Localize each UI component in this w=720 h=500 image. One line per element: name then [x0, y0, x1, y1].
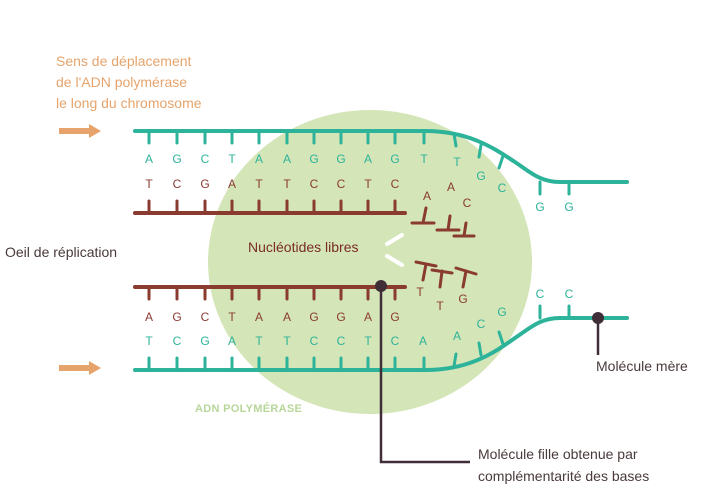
base-letter: G: [336, 310, 345, 324]
base-letter: G: [309, 152, 318, 166]
base-letter: G: [476, 169, 485, 183]
base-letter: G: [564, 200, 573, 214]
base-letter: A: [364, 152, 372, 166]
base-letter: C: [201, 152, 210, 166]
free-nucleotides-upper: [410, 206, 476, 238]
base-letter: T: [364, 334, 372, 348]
top-parent-strand: [133, 129, 629, 184]
base-letter: G: [390, 310, 399, 324]
base-letter: C: [310, 334, 319, 348]
base-letter: C: [173, 334, 182, 348]
free-base-letter: A: [447, 180, 455, 194]
base-letter: C: [337, 177, 346, 191]
daughter-callout-dot: [375, 280, 387, 292]
base-letter: T: [453, 155, 461, 169]
enzyme-label: ADN POLYMÉRASE: [195, 402, 302, 415]
free-base-letter: G: [458, 292, 467, 306]
base-letter: G: [200, 334, 209, 348]
daughter-label-line-1: Molécule fille obtenue par: [478, 446, 638, 462]
top-daughter-bases: T C G A T T C C T C: [145, 177, 399, 191]
base-letter: A: [228, 177, 236, 191]
free-base-letter: C: [463, 196, 472, 210]
base-letter: T: [283, 334, 291, 348]
top-parent-bases: A G C T A A G G A G T T G C G G: [145, 152, 574, 214]
top-parent-ticks: [147, 129, 571, 196]
base-letter: A: [255, 152, 263, 166]
base-letter: G: [200, 177, 209, 191]
base-letter: A: [419, 334, 427, 348]
direction-title-line-1: Sens de déplacement: [56, 53, 192, 69]
base-letter: A: [283, 310, 291, 324]
daughter-label-line-2: complémentarité des bases: [478, 468, 649, 484]
parent-callout-dot: [592, 312, 604, 324]
base-letter: C: [391, 334, 400, 348]
bottom-parent-strand: [133, 316, 629, 372]
base-letter: T: [145, 177, 153, 191]
base-letter: A: [283, 152, 291, 166]
motion-dashes: [385, 233, 404, 267]
base-letter: G: [172, 310, 181, 324]
base-letter: T: [283, 177, 291, 191]
free-base-letter: T: [436, 299, 444, 313]
bottom-daughter-ticks: [147, 285, 397, 301]
base-letter: G: [336, 152, 345, 166]
base-letter: T: [145, 334, 153, 348]
base-letter: C: [310, 177, 319, 191]
free-base-letter: T: [416, 285, 424, 299]
bottom-parent-bases: T C G A T T C C T C A A C G C C: [145, 287, 573, 348]
base-letter: C: [391, 177, 400, 191]
base-letter: G: [172, 152, 181, 166]
base-letter: A: [228, 334, 236, 348]
base-letter: T: [364, 177, 372, 191]
base-letter: A: [364, 310, 372, 324]
base-letter: C: [477, 317, 486, 331]
base-letter: G: [390, 152, 399, 166]
direction-title-line-2: de l'ADN polymérase: [56, 74, 187, 90]
base-letter: G: [309, 310, 318, 324]
daughter-callout-line: [379, 287, 470, 464]
direction-title-line-3: le long du chromosome: [56, 95, 202, 111]
base-letter: C: [337, 334, 346, 348]
base-letter: T: [255, 177, 263, 191]
dna-polymerase-blob: [208, 110, 532, 414]
top-daughter-ticks: [147, 199, 397, 215]
base-letter: T: [228, 152, 236, 166]
direction-arrow-bottom: [59, 361, 101, 375]
base-letter: C: [201, 310, 210, 324]
base-letter: G: [535, 200, 544, 214]
base-letter: T: [228, 310, 236, 324]
base-letter: G: [497, 305, 506, 319]
free-base-letter: A: [423, 189, 431, 203]
base-letter: A: [255, 310, 263, 324]
direction-arrow-top: [59, 124, 101, 138]
replication-eye-label: Oeil de réplication: [5, 244, 117, 260]
base-letter: C: [173, 177, 182, 191]
base-letter: A: [145, 152, 153, 166]
bottom-parent-ticks: [147, 304, 571, 372]
base-letter: C: [498, 181, 507, 195]
base-letter: C: [536, 287, 545, 301]
base-letter: A: [145, 310, 153, 324]
base-letter: A: [453, 329, 461, 343]
parent-molecule-label: Molécule mère: [596, 358, 688, 374]
base-letter: T: [420, 152, 428, 166]
free-nucleotides-label: Nucléotides libres: [248, 239, 359, 255]
bottom-daughter-bases: A G C T A A G G A G: [145, 310, 400, 324]
free-nucleotides-lower: [414, 260, 478, 289]
base-letter: C: [565, 287, 574, 301]
base-letter: T: [255, 334, 263, 348]
